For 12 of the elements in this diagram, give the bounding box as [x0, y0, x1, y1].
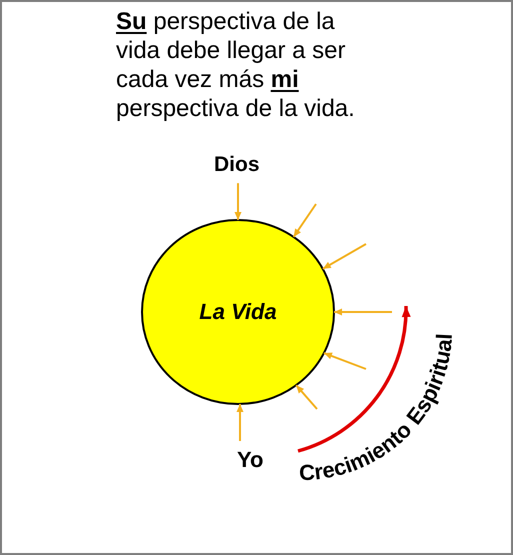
arrow	[292, 203, 317, 238]
title-text: Su perspectiva de la vida debe llegar a ser cada vez más mi perspectiva de la vida.	[116, 7, 356, 123]
node-label: Yo	[237, 447, 264, 472]
arrow	[234, 183, 242, 220]
arrow	[322, 243, 366, 270]
circle-label: La Vida	[199, 299, 277, 325]
arrow	[236, 404, 244, 441]
arrow	[324, 352, 366, 370]
circle-node	[141, 219, 335, 405]
arrow	[334, 308, 392, 316]
node-label: Dios	[214, 153, 260, 178]
arrow	[295, 384, 318, 410]
